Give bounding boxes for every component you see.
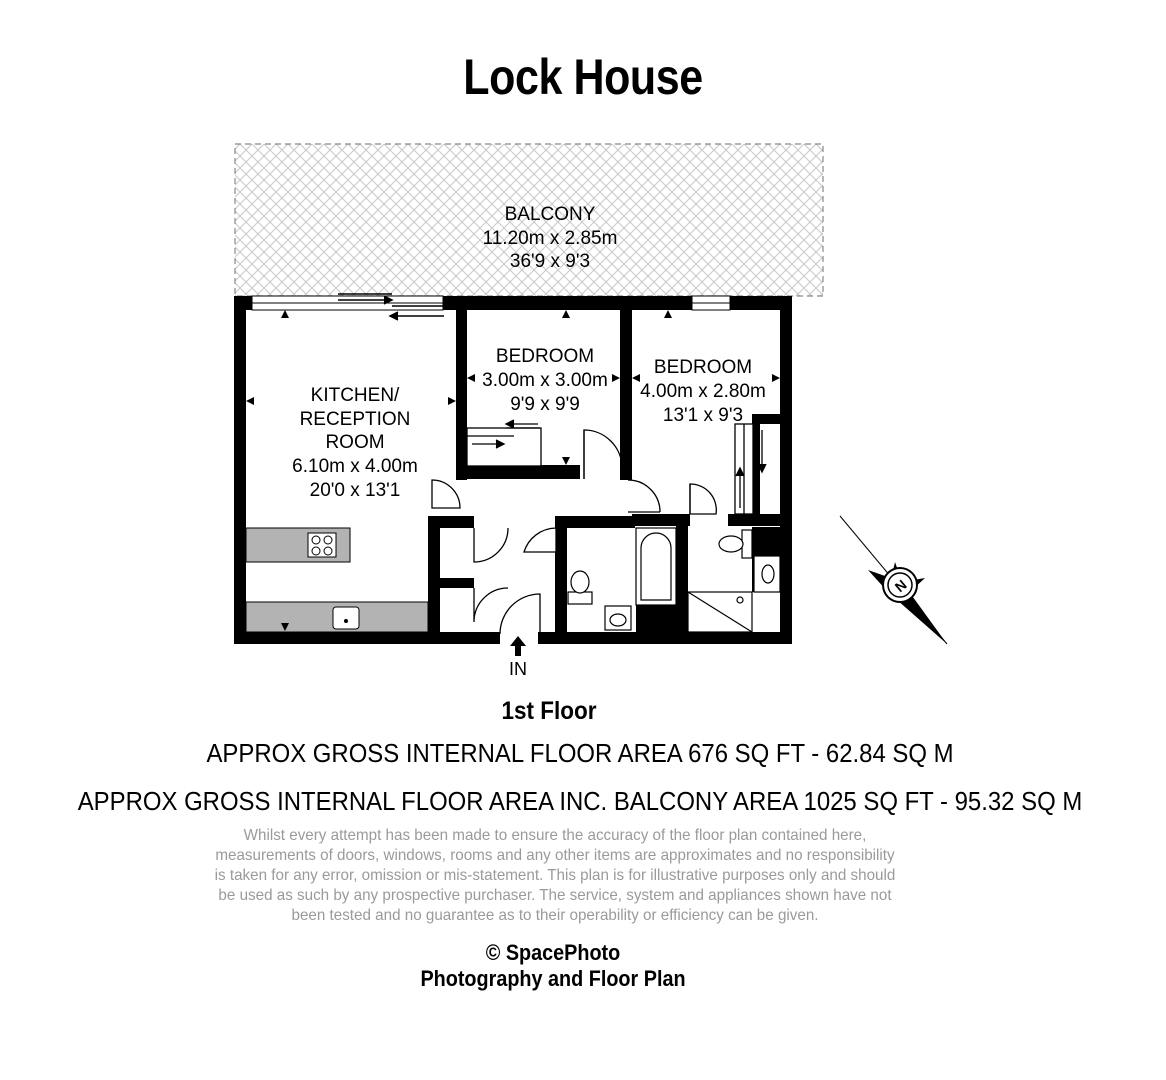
kitchen-name-line3: ROOM xyxy=(325,432,384,453)
bedroom2-label: BEDROOM 4.00m x 2.80m 13'1 x 9'3 xyxy=(640,357,766,426)
bedroom1-label: BEDROOM 3.00m x 3.00m 9'9 x 9'9 xyxy=(482,346,608,415)
disclaimer-text: Whilst every attempt has been made to en… xyxy=(214,827,896,924)
bedroom1-metric: 3.00m x 3.00m xyxy=(482,370,608,391)
entrance-arrow-icon xyxy=(510,636,526,656)
kitchen-units xyxy=(245,527,429,633)
kitchen-imperial: 20'0 x 13'1 xyxy=(310,480,401,501)
floor-plan: BALCONY 11.20m x 2.85m 36'9 x 9'3 xyxy=(234,143,948,679)
kitchen-name-line1: KITCHEN/ xyxy=(311,385,400,406)
plan-title: Lock House xyxy=(463,49,703,105)
wardrobe-bedroom1 xyxy=(466,419,542,467)
kitchen-name-line2: RECEPTION xyxy=(300,409,411,430)
balcony-metric: 11.20m x 2.85m xyxy=(483,228,618,249)
sliding-door xyxy=(338,293,444,321)
walls xyxy=(234,296,792,644)
area-line-internal: APPROX GROSS INTERNAL FLOOR AREA 676 SQ … xyxy=(206,738,954,768)
balcony-imperial: 36'9 x 9'3 xyxy=(510,251,590,272)
balcony: BALCONY 11.20m x 2.85m 36'9 x 9'3 xyxy=(234,143,824,297)
bathroom-fixtures xyxy=(567,527,677,631)
compass-icon: N xyxy=(839,515,948,645)
entrance-marker: IN xyxy=(509,636,527,679)
wardrobe-bedroom2 xyxy=(734,423,767,515)
kitchen-label: KITCHEN/ RECEPTION ROOM 6.10m x 4.00m 20… xyxy=(292,385,418,501)
floor-label: 1st Floor xyxy=(501,697,597,725)
balcony-name: BALCONY xyxy=(505,204,596,225)
doors xyxy=(431,429,717,635)
credit-company: © SpacePhoto xyxy=(485,940,621,965)
entrance-label: IN xyxy=(509,659,527,679)
bedroom2-name: BEDROOM xyxy=(654,357,752,378)
dimension-markers xyxy=(246,310,780,631)
credit-tagline: Photography and Floor Plan xyxy=(420,966,686,991)
bedroom2-metric: 4.00m x 2.80m xyxy=(640,381,766,402)
bedroom2-imperial: 13'1 x 9'3 xyxy=(663,405,743,426)
ensuite-fixtures xyxy=(687,529,781,633)
bedroom1-imperial: 9'9 x 9'9 xyxy=(510,394,580,415)
kitchen-metric: 6.10m x 4.00m xyxy=(292,456,418,477)
area-line-with-balcony: APPROX GROSS INTERNAL FLOOR AREA INC. BA… xyxy=(77,786,1083,816)
bedroom1-name: BEDROOM xyxy=(496,346,594,367)
